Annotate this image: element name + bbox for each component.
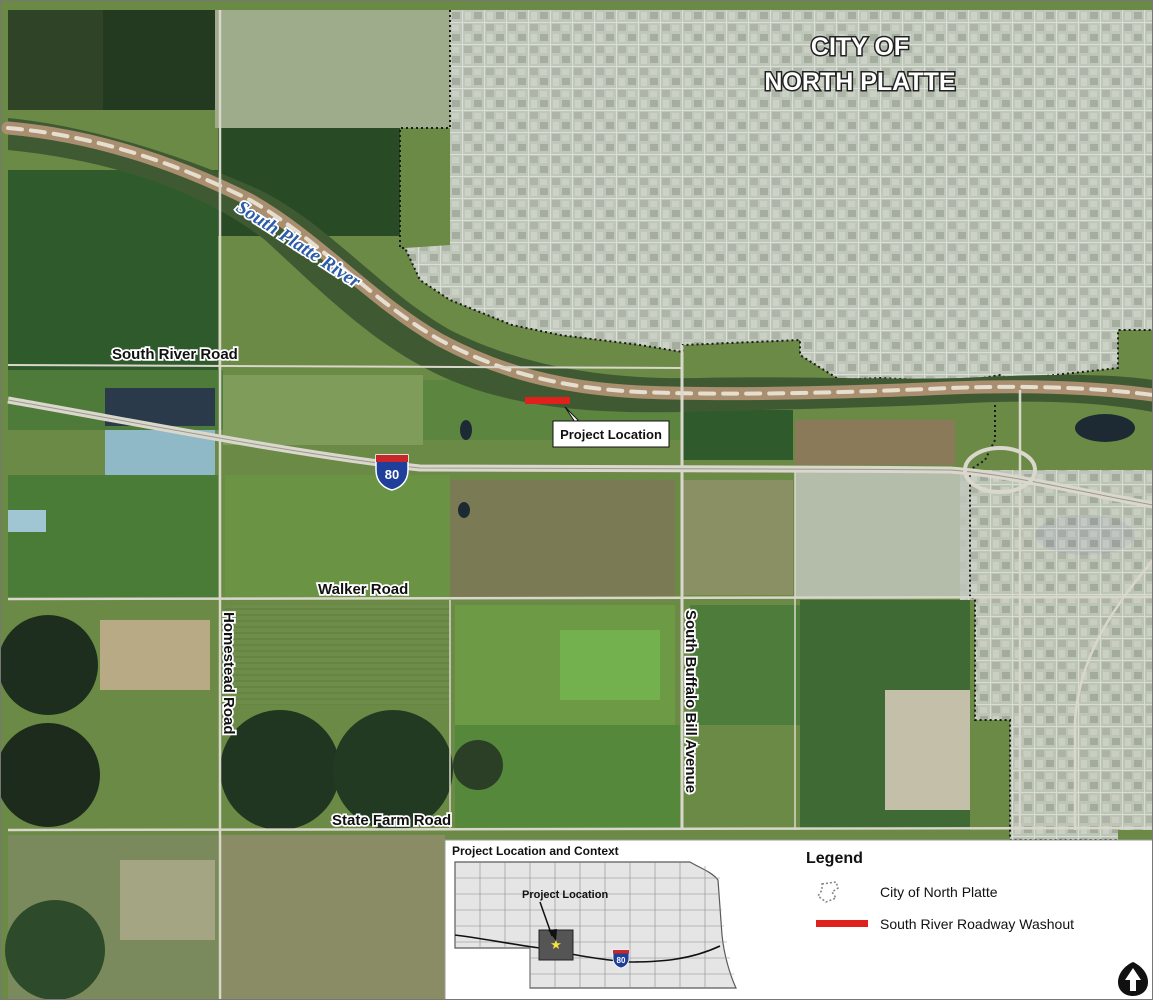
inset-interstate-80 (454, 934, 721, 963)
walker-road-line (7, 595, 1153, 601)
city-area-southeast (960, 470, 1153, 840)
city-label-line1: CITY OF (811, 33, 909, 61)
roads (7, 10, 1153, 1000)
state-farm-road-label: State Farm Road (332, 812, 451, 829)
field-patchwork (8, 10, 970, 1000)
north-arrow-icon (1118, 962, 1148, 996)
legend-item-washout-label: South River Roadway Washout (880, 916, 1074, 932)
south-buffalo-bill-avenue-label: South Buffalo Bill Avenue (682, 610, 699, 793)
state-farm-road-line (7, 826, 1153, 832)
nebraska-outline (454, 861, 737, 989)
homestead-road-label: Homestead Road (220, 612, 237, 735)
svg-text:80: 80 (617, 956, 626, 965)
center-pivot-fields (0, 615, 503, 1000)
interstate-80-shield: 80 (375, 454, 409, 491)
legend-city-boundary-symbol (816, 881, 839, 903)
interchange (963, 446, 1037, 494)
south-river-road-label: South River Road (112, 346, 238, 363)
project-location-label: Project Location (560, 427, 662, 442)
legend-washout-symbol (816, 920, 868, 927)
inset-context-map: Project Location and Context ★ Project (452, 844, 737, 989)
city-label-line2: NORTH PLATTE (764, 68, 955, 96)
roadway-washout-marker[interactable] (525, 397, 570, 404)
legend: Legend City of North Platte South River … (806, 850, 1074, 932)
walker-road-label: Walker Road (318, 581, 408, 598)
city-boundary (399, 10, 1153, 384)
interstate-80-shield-number: 80 (385, 467, 399, 482)
inset-arrowhead-icon (548, 929, 557, 941)
interstate-80-median (7, 399, 1153, 506)
inset-interstate-shield: 80 (612, 949, 630, 969)
subdivision-south (795, 470, 970, 598)
inset-project-label: Project Location (522, 889, 608, 901)
project-location-callout[interactable]: Project Location (552, 406, 670, 448)
city-area (405, 10, 1153, 382)
legend-title: Legend (806, 850, 863, 867)
inset-title: Project Location and Context (452, 844, 619, 858)
legend-item-city-label: City of North Platte (880, 884, 998, 900)
south-river-road-line (7, 364, 684, 369)
inset-project-star-icon: ★ (550, 938, 562, 953)
